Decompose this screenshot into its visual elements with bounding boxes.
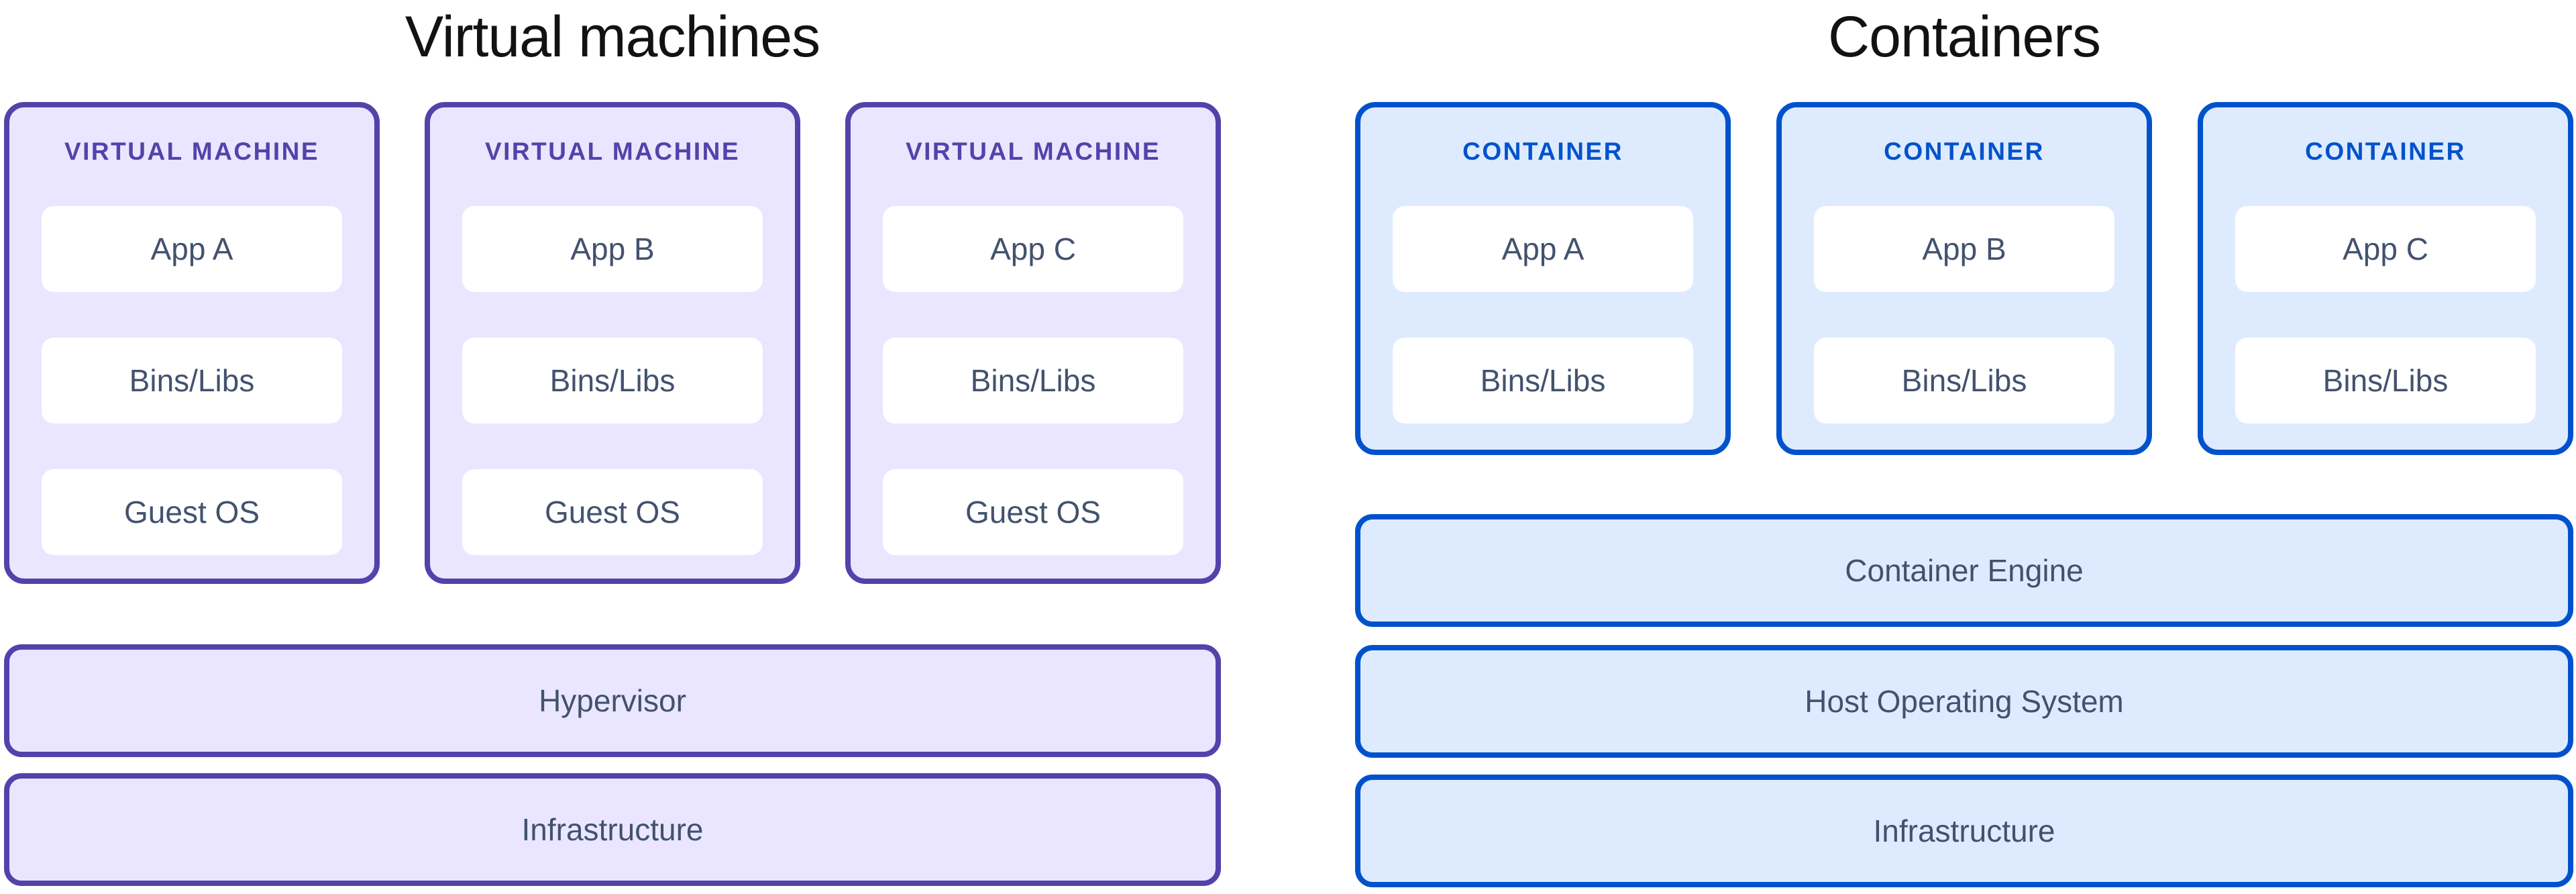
hypervisor-bar: Hypervisor — [4, 644, 1221, 757]
bins-libs-box: Bins/Libs — [462, 338, 763, 424]
app-box: App C — [2235, 206, 2536, 292]
infrastructure-bar-right: Infrastructure — [1355, 775, 2573, 887]
bins-libs-box: Bins/Libs — [883, 338, 1183, 424]
guest-os-box: Guest OS — [462, 469, 763, 555]
app-box: App B — [462, 206, 763, 292]
container-card: CONTAINER App B Bins/Libs — [1776, 102, 2152, 455]
virtual-machine-cards-row: VIRTUAL MACHINE App A Bins/Libs Guest OS… — [4, 102, 1221, 584]
bins-libs-box: Bins/Libs — [42, 338, 342, 424]
app-box: App C — [883, 206, 1183, 292]
virtual-machine-card-label: VIRTUAL MACHINE — [64, 138, 320, 165]
container-card: CONTAINER App A Bins/Libs — [1355, 102, 1731, 455]
containers-panel: Containers CONTAINER App A Bins/Libs CON… — [1355, 0, 2573, 894]
virtual-machine-card-label: VIRTUAL MACHINE — [905, 138, 1161, 165]
app-box: App A — [42, 206, 342, 292]
container-card: CONTAINER App C Bins/Libs — [2198, 102, 2573, 455]
bins-libs-box: Bins/Libs — [2235, 338, 2536, 424]
containers-title: Containers — [1828, 5, 2101, 69]
container-card-label: CONTAINER — [1462, 138, 1623, 165]
container-card-label: CONTAINER — [1884, 138, 2045, 165]
container-cards-row: CONTAINER App A Bins/Libs CONTAINER App … — [1355, 102, 2573, 455]
guest-os-box: Guest OS — [42, 469, 342, 555]
virtual-machine-card-label: VIRTUAL MACHINE — [484, 138, 741, 165]
virtual-machine-card: VIRTUAL MACHINE App B Bins/Libs Guest OS — [425, 102, 800, 584]
host-operating-system-bar: Host Operating System — [1355, 645, 2573, 758]
guest-os-box: Guest OS — [883, 469, 1183, 555]
container-card-label: CONTAINER — [2305, 138, 2466, 165]
virtual-machines-title: Virtual machines — [405, 5, 820, 69]
bins-libs-box: Bins/Libs — [1814, 338, 2114, 424]
virtual-machine-card: VIRTUAL MACHINE App A Bins/Libs Guest OS — [4, 102, 380, 584]
virtual-machine-card: VIRTUAL MACHINE App C Bins/Libs Guest OS — [845, 102, 1221, 584]
bins-libs-box: Bins/Libs — [1393, 338, 1693, 424]
app-box: App B — [1814, 206, 2114, 292]
infrastructure-bar-left: Infrastructure — [4, 773, 1221, 886]
app-box: App A — [1393, 206, 1693, 292]
container-engine-bar: Container Engine — [1355, 514, 2573, 627]
virtual-machines-panel: Virtual machines VIRTUAL MACHINE App A B… — [4, 0, 1221, 894]
